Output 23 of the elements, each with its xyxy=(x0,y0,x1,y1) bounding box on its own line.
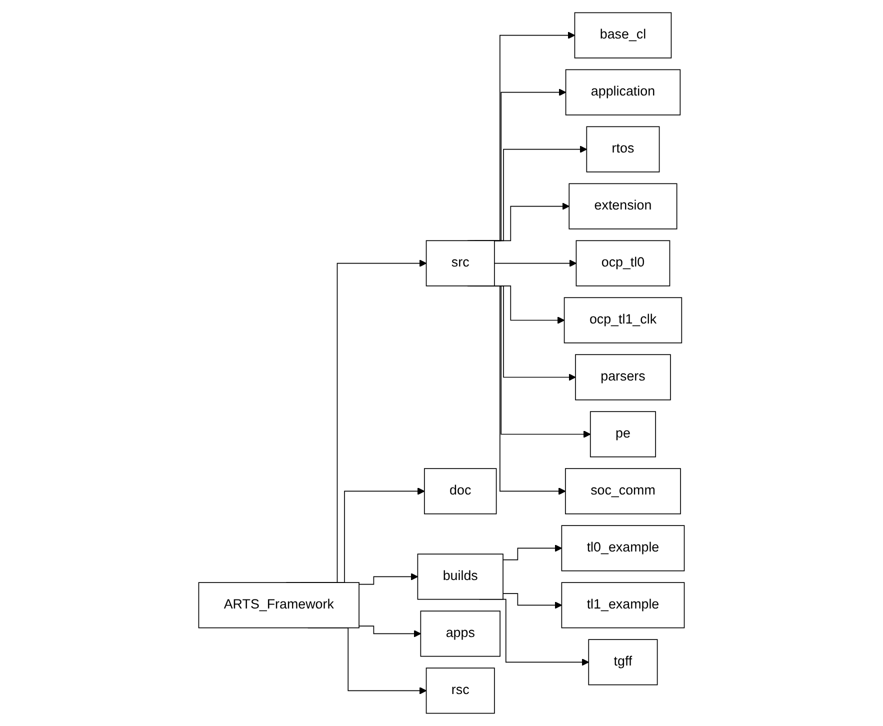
node-box: tl1_example xyxy=(561,582,685,628)
arrow xyxy=(502,593,562,609)
arrow xyxy=(358,573,418,585)
node-box: ocp_tl1_clk xyxy=(564,297,682,344)
node-box: base_cl xyxy=(574,12,672,58)
node-box: application xyxy=(565,69,681,116)
node-box: doc xyxy=(424,468,497,514)
arrow xyxy=(358,626,422,638)
node-box: pe xyxy=(590,411,656,458)
node-box: soc_comm xyxy=(565,468,681,514)
node-box: builds xyxy=(417,554,504,600)
node-box: parsers xyxy=(575,354,671,400)
arrow xyxy=(502,544,562,560)
node-box: tgff xyxy=(588,639,658,686)
node-box: extension xyxy=(568,183,678,230)
node-box: apps xyxy=(420,610,500,657)
node-box: ocp_tl0 xyxy=(576,240,670,286)
node-box: rtos xyxy=(586,126,660,172)
arrow xyxy=(494,260,577,267)
node-box: tl0_example xyxy=(561,525,685,572)
node-box: rsc xyxy=(426,668,495,714)
node-box: ARTS_Framework xyxy=(198,582,360,628)
node-box: src xyxy=(426,240,495,286)
